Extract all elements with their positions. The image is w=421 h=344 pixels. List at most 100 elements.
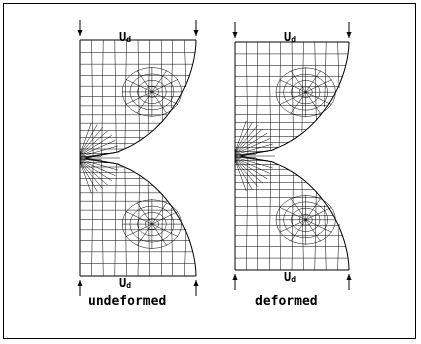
rosette-spoke <box>125 91 153 105</box>
load-arrow-bottom-right-head <box>193 280 199 286</box>
rosette-spoke <box>125 223 153 237</box>
fan-line <box>79 159 116 176</box>
mesh-column <box>291 171 294 271</box>
rosette-spoke <box>279 219 306 233</box>
rosette-spoke <box>279 207 306 221</box>
mesh-column <box>278 165 281 271</box>
caption-deformed: deformed <box>255 294 318 309</box>
load-arrow-bottom-right-head <box>346 274 352 280</box>
mesh-column <box>147 182 150 277</box>
rosette-spoke <box>125 79 153 93</box>
mesh-column <box>246 41 249 156</box>
fan-line <box>234 159 247 192</box>
rosette-spoke <box>279 79 306 93</box>
mesh-column <box>147 39 150 134</box>
fan-line <box>234 158 263 184</box>
fan-line <box>234 158 268 179</box>
fan-line <box>234 157 273 169</box>
rosette-spoke <box>305 92 321 114</box>
rosette-spoke <box>136 202 153 225</box>
load-arrow-top-right-head <box>193 30 199 36</box>
fan-line <box>79 160 113 181</box>
fan-line <box>79 122 92 155</box>
rosette-spoke <box>151 91 168 114</box>
fan-line <box>234 159 253 190</box>
load-arrow-bottom-left-head <box>232 274 238 280</box>
mesh-column <box>278 41 281 147</box>
top-load-label-undeformed: Ud <box>119 30 132 44</box>
mesh-column <box>184 228 187 277</box>
mesh-column <box>114 39 117 153</box>
mesh-column <box>160 193 163 277</box>
fan-line <box>234 120 247 153</box>
fan-line <box>234 133 268 154</box>
fan-line <box>79 160 108 186</box>
rosette-spoke <box>305 207 332 221</box>
caption-undeformed: undeformed <box>88 294 167 309</box>
rosette-spoke <box>290 92 306 114</box>
mesh-column <box>291 41 294 141</box>
mesh-column <box>184 39 187 88</box>
fan-line <box>234 156 275 163</box>
fan-line <box>79 130 108 156</box>
rosette-spoke <box>305 91 332 105</box>
mesh-column <box>256 41 259 155</box>
fan-line <box>79 158 120 165</box>
fan-line <box>79 140 116 157</box>
mesh-column <box>160 39 163 123</box>
rosette-spoke <box>151 202 168 225</box>
rosette-spoke <box>151 223 179 237</box>
mesh-column <box>124 167 127 277</box>
mesh-column <box>246 156 249 271</box>
rosette-spoke <box>151 211 179 225</box>
fan-line <box>234 157 271 174</box>
top-load-label-deformed: Ud <box>284 30 297 44</box>
fan-line <box>79 161 92 194</box>
rosette-spoke <box>305 198 321 220</box>
rosette-spoke <box>151 79 179 93</box>
mesh-column <box>137 174 140 277</box>
rosette-spoke <box>136 223 153 246</box>
mesh-column <box>337 41 340 89</box>
fan-line <box>234 159 258 187</box>
fan-line <box>79 161 98 192</box>
fan-line <box>234 149 275 156</box>
rosette-spoke <box>151 91 179 105</box>
rosette-spoke <box>305 219 332 233</box>
mesh-column <box>137 39 140 142</box>
fan-line <box>234 138 271 155</box>
fan-line <box>79 161 103 189</box>
rosette-spoke <box>279 91 306 105</box>
fan-line <box>79 159 118 171</box>
rosette-spoke <box>290 198 306 220</box>
fan-line <box>79 124 98 155</box>
mesh-column <box>301 179 304 271</box>
mesh-column <box>324 41 327 108</box>
fan-line <box>79 145 118 157</box>
fan-line <box>234 143 273 155</box>
fan-line <box>79 151 120 158</box>
rosette-spoke <box>290 219 306 242</box>
mesh-column <box>256 157 259 271</box>
undeformed-mesh <box>77 20 199 296</box>
fan-line <box>234 128 263 154</box>
mesh-column <box>337 223 340 271</box>
fan-line <box>79 135 113 156</box>
rosette-spoke <box>151 223 168 246</box>
rosette-spoke <box>305 79 332 93</box>
mesh-column <box>114 163 117 277</box>
bottom-load-label-undeformed: Ud <box>119 276 132 290</box>
mesh-column <box>101 159 104 277</box>
load-arrow-top-left-head <box>77 30 83 36</box>
mesh-column <box>101 39 104 157</box>
mesh-column <box>268 41 271 152</box>
fan-line <box>79 127 103 155</box>
rosette-spoke <box>125 211 153 225</box>
deformed-mesh <box>232 22 352 290</box>
rosette-spoke <box>136 70 153 93</box>
rosette-spoke <box>151 70 168 93</box>
fan-line <box>234 122 253 153</box>
mesh-column <box>268 160 271 271</box>
rosette-spoke <box>305 219 321 242</box>
